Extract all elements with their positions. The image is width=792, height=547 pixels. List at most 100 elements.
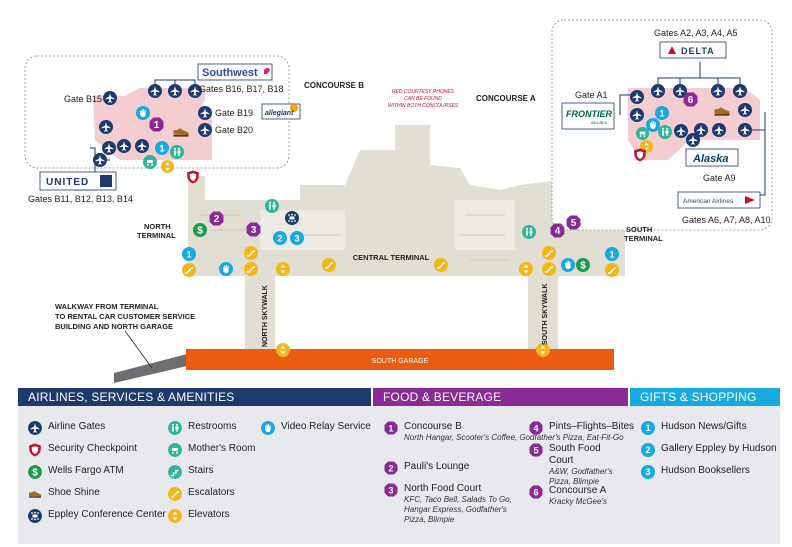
escalator-icon xyxy=(542,246,556,260)
walkway-label-2: TO RENTAL CAR CUSTOMER SERVICE xyxy=(55,312,195,321)
svg-text:2: 2 xyxy=(277,234,282,244)
gate-a9-label: Gate A9 xyxy=(703,173,736,183)
gifts-shopping-header: GIFTS & SHOPPING xyxy=(630,388,780,406)
svg-text:1: 1 xyxy=(609,250,614,260)
walkway-label-1: WALKWAY FROM TERMINAL xyxy=(55,302,159,311)
restroom-icon xyxy=(265,199,279,213)
svg-text:5: 5 xyxy=(571,218,577,229)
legend-escalators: Escalators xyxy=(168,487,235,501)
gates-a2-a5-label: Gates A2, A3, A4, A5 xyxy=(654,28,738,38)
legend-mothers-room: Mother's Room xyxy=(168,443,256,457)
south-garage xyxy=(186,349,614,370)
svg-text:1: 1 xyxy=(186,250,191,260)
rental-car-walkway xyxy=(114,354,187,383)
svg-text:American Airlines: American Airlines xyxy=(683,198,734,205)
american-airlines-logo: American Airlines xyxy=(677,191,761,209)
stroller-icon xyxy=(636,127,649,140)
south-garage-label: SOUTH GARAGE xyxy=(372,358,429,365)
restroom-icon xyxy=(658,125,672,139)
hand-icon xyxy=(561,258,575,272)
legend-shoe-shine: Shoe Shine xyxy=(28,487,100,501)
elevator-icon xyxy=(276,262,290,276)
legend-video-relay: Video Relay Service xyxy=(261,421,371,435)
svg-text:1: 1 xyxy=(159,144,164,154)
svg-text:Alaska: Alaska xyxy=(692,153,728,165)
svg-text:3: 3 xyxy=(388,486,393,496)
gift-shop-badge: 1 xyxy=(605,247,619,261)
dollar-icon xyxy=(576,258,590,272)
escalator-icon xyxy=(322,258,336,272)
terminal-map: $ SOUTH GARAGE xyxy=(24,19,773,383)
north-terminal-label-2: TERMINAL xyxy=(137,231,176,240)
svg-text:UNITED: UNITED xyxy=(46,177,89,188)
gate-a1-label: Gate A1 xyxy=(575,90,608,100)
legend-atm: Wells Fargo ATM xyxy=(28,465,124,479)
escalator-icon xyxy=(244,246,258,260)
hand-icon xyxy=(646,118,660,132)
svg-text:1: 1 xyxy=(388,424,393,434)
gates-b11-b14-label: Gates B11, B12, B13, B14 xyxy=(28,194,133,204)
concourse-a-label: CONCOURSE A xyxy=(476,94,536,103)
svg-text:DELTA: DELTA xyxy=(681,46,715,56)
legend-stairs: Stairs xyxy=(168,465,214,479)
gift-shop-badge: 1 xyxy=(155,141,169,155)
elevator-icon xyxy=(161,160,174,173)
svg-text:2: 2 xyxy=(388,464,393,474)
frontier-logo: FRONTIER AIRLINES xyxy=(561,102,615,130)
airlines-services-header: AIRLINES, SERVICES & AMENITIES xyxy=(18,388,371,406)
svg-text:1: 1 xyxy=(154,120,160,131)
escalator-icon xyxy=(244,262,258,276)
dollar-icon xyxy=(193,223,207,237)
alaska-logo: Alaska xyxy=(685,148,739,167)
concourse-a xyxy=(628,88,760,160)
concourse-b-label: CONCOURSE B xyxy=(304,81,364,90)
central-terminal-label: CENTRAL TERMINAL xyxy=(353,253,430,262)
svg-text:5: 5 xyxy=(533,446,538,456)
svg-text:6: 6 xyxy=(688,95,694,106)
map-legend: AIRLINES, SERVICES & AMENITIES FOOD & BE… xyxy=(18,388,780,544)
allegiant-logo: allegiant xyxy=(261,103,301,120)
svg-text:6: 6 xyxy=(533,488,538,498)
gate-b20-label: Gate B20 xyxy=(215,125,253,135)
svg-text:1: 1 xyxy=(659,109,664,119)
svg-text:3: 3 xyxy=(294,234,299,244)
gate-b15-label: Gate B15 xyxy=(64,94,102,104)
svg-text:Southwest: Southwest xyxy=(202,67,258,79)
svg-text:3: 3 xyxy=(251,225,257,236)
elevator-icon xyxy=(276,343,290,357)
elevator-icon xyxy=(519,262,533,276)
delta-logo: DELTA xyxy=(659,41,727,59)
gift-shop-badge: 1 xyxy=(182,247,196,261)
red-phones-line-3: WITHIN BOTH CONCOURSES xyxy=(388,103,459,109)
gate-b19-label: Gate B19 xyxy=(215,108,253,118)
svg-text:AIRLINES: AIRLINES xyxy=(591,121,608,125)
gift-shop-badge: 3 xyxy=(290,231,304,245)
hand-icon xyxy=(136,106,150,120)
red-phones-line-2: CAN BE FOUND xyxy=(404,96,442,102)
gates-a6-a10-label: Gates A6, A7, A8, A10 xyxy=(682,215,771,225)
legend-conference: Eppley Conference Center xyxy=(28,509,166,523)
united-logo: UNITED xyxy=(39,171,117,191)
svg-text:allegiant: allegiant xyxy=(265,110,294,117)
gates-b16-b18-label: Gates B16, B17, B18 xyxy=(199,84,284,94)
svg-text:2: 2 xyxy=(214,214,220,225)
north-skywalk-label: NORTH SKYWALK xyxy=(262,285,269,347)
gift-shop-badge: 1 xyxy=(655,106,669,120)
south-skywalk xyxy=(528,276,558,349)
southwest-logo: Southwest xyxy=(197,63,273,81)
legend-elevators: Elevators xyxy=(168,509,230,523)
gift-shop-badge: 2 xyxy=(273,231,287,245)
svg-text:FRONTIER: FRONTIER xyxy=(566,109,612,119)
svg-text:4: 4 xyxy=(555,226,561,237)
restroom-icon xyxy=(170,145,184,159)
svg-text:4: 4 xyxy=(533,424,538,434)
restroom-icon xyxy=(522,225,536,239)
legend-airline-gates: Airline Gates xyxy=(28,421,105,435)
